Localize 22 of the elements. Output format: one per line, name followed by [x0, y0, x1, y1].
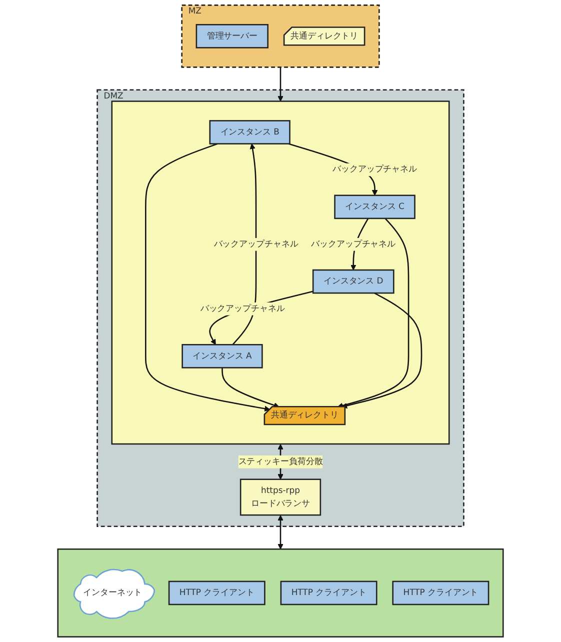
- edge-label: バックアップチャネル: [214, 239, 298, 249]
- node-box: HTTP クライアント: [392, 580, 490, 606]
- edge-label: バックアップチャネル: [200, 304, 285, 314]
- cluster: [111, 100, 450, 445]
- node-box: HTTP クライアント: [168, 580, 266, 606]
- node-box: https-rpp ロードバランサ: [240, 478, 322, 516]
- node-box: インスタンス D: [312, 269, 394, 294]
- node-box: インスタンス A: [182, 344, 263, 368]
- edge-label: スティッキー負荷分散: [238, 456, 323, 466]
- arrow: [278, 515, 284, 550]
- arrow: [278, 67, 284, 102]
- arrow: [341, 292, 422, 408]
- node-box: インスタンス B: [209, 120, 290, 144]
- cluster: [57, 548, 504, 638]
- arrow: [222, 368, 280, 408]
- node-box: インスタンス C: [334, 194, 416, 220]
- edge-label: バックアップチャネル: [311, 239, 396, 249]
- node-box: HTTP クライアント: [280, 580, 378, 606]
- arrow: [145, 143, 270, 412]
- edge-label: バックアップチャネル: [332, 164, 417, 174]
- arrow: [232, 144, 257, 346]
- node-box: 管理サーバー: [196, 24, 268, 48]
